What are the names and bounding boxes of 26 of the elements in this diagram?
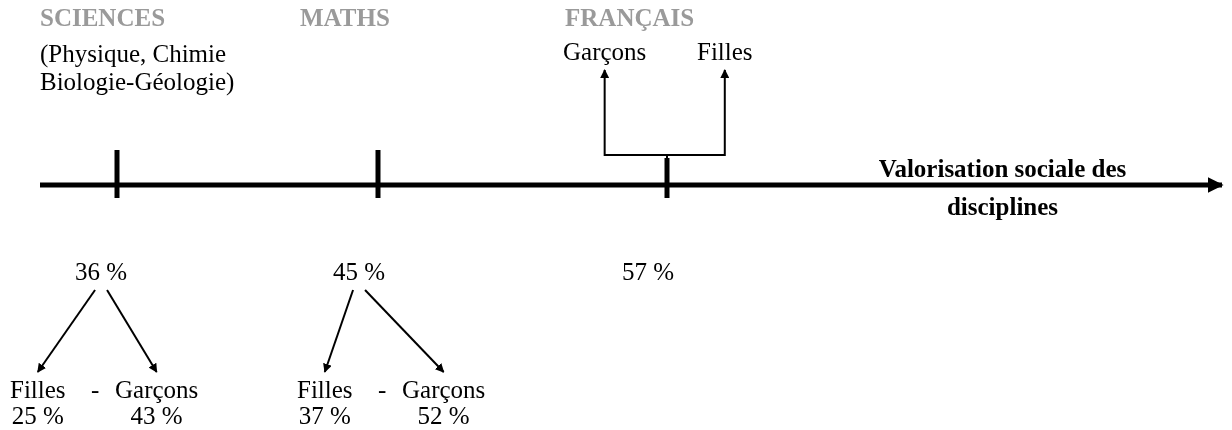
discipline-heading: SCIENCES bbox=[40, 4, 166, 32]
node-text: Filles bbox=[10, 376, 66, 404]
node-text: 36 % bbox=[75, 258, 128, 286]
percentage: 25 % bbox=[11, 404, 64, 428]
subject-list: (Physique, Chimie Biologie-Géologie) bbox=[40, 40, 320, 96]
node-text: 45 % bbox=[333, 258, 386, 286]
node-text: Garçons bbox=[402, 376, 486, 404]
arrow bbox=[364, 289, 445, 373]
discipline-heading: MATHS bbox=[300, 4, 390, 32]
separator: - bbox=[91, 376, 100, 404]
axis-title: Valorisation sociale des disciplines bbox=[877, 154, 1128, 222]
arrow bbox=[323, 289, 355, 373]
discipline-heading: FRANÇAIS bbox=[565, 4, 695, 32]
node-text: Garçons bbox=[115, 376, 199, 404]
percentage: 43 % bbox=[130, 404, 183, 428]
separator: - bbox=[378, 376, 387, 404]
arrow bbox=[600, 69, 668, 159]
arrow bbox=[106, 289, 158, 373]
arrow bbox=[36, 289, 97, 373]
node-text: Filles bbox=[297, 376, 353, 404]
node-text: Filles bbox=[697, 38, 753, 66]
percentage: 57 % bbox=[622, 258, 675, 286]
node-text: Garçons bbox=[563, 38, 647, 66]
arrow bbox=[666, 69, 730, 159]
percentage: 52 % bbox=[417, 404, 470, 428]
percentage: 37 % bbox=[298, 404, 351, 428]
